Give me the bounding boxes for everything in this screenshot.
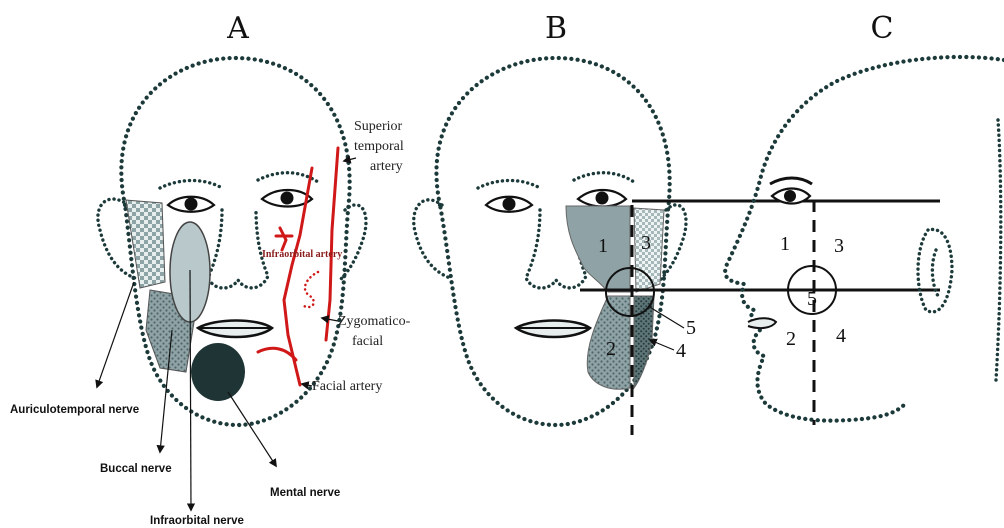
panel-b-mouth [516,321,590,338]
panel-b-zone-4 [634,296,654,388]
panel-a: A [10,11,414,527]
label-infraorbital-artery: Infraorbital artery [262,249,342,260]
auriculotemporal-region [126,200,165,288]
label-facial-artery: Facial artery [312,379,382,394]
panel-c-zone-5-label: 5 [807,288,817,310]
panel-b-zone-2-label: 2 [606,338,616,360]
panel-b-zone-4-label: 4 [676,340,686,362]
arrow-mental-nerve [228,392,276,466]
panel-b-zone-1-label: 1 [598,235,608,257]
arrow-superior-temporal [344,158,356,161]
panel-c-back-of-head [996,120,1001,380]
label-buccal-nerve: Buccal nerve [100,463,172,475]
label-superior-temporal-artery: Superior temporal artery [354,119,407,174]
panel-a-left-eye [168,197,214,212]
panel-c-profile-outline [725,57,1004,421]
infraorbital-artery-mark [276,228,292,250]
panel-c-zone-1-label: 1 [780,233,790,255]
label-auriculotemporal-nerve: Auriculotemporal nerve [10,404,139,416]
panel-b-right-eye [578,190,626,207]
panel-a-letter: A [226,11,249,46]
panel-b-right-brow [574,173,634,182]
panel-c-eye [770,178,812,204]
panel-b: B 1 2 3 4 5 [414,11,696,435]
arrow-auriculotemporal-nerve [97,282,134,387]
panel-a-nose [208,210,268,288]
mental-region [191,343,245,401]
panel-c-lips [748,318,776,328]
arrow-facial-artery [302,384,312,386]
panel-a-left-brow [160,181,222,189]
panel-b-left-brow [478,181,540,189]
panel-b-zone-4-arrow [650,340,674,350]
label-zygomatico-facial: Zygomatico- facial [338,314,414,349]
panel-a-mouth [198,321,272,338]
panel-c-zone-4-label: 4 [836,325,846,347]
panel-c-zone-3-label: 3 [834,235,844,257]
superior-temporal-artery [326,148,338,340]
label-infraorbital-nerve: Infraorbital nerve [150,515,244,527]
panel-b-zone-3-label: 3 [641,232,651,254]
zygomatico-facial-artery [304,272,318,307]
panel-b-zone-5-label: 5 [686,317,696,339]
panel-c-letter: C [871,11,894,46]
panel-c: C 1 2 3 4 5 [725,11,1004,425]
panel-c-zone-2-label: 2 [786,328,796,350]
label-mental-nerve: Mental nerve [270,487,340,499]
panel-b-left-eye [486,197,532,212]
arrow-zygomatico-facial [322,318,338,321]
panel-b-letter: B [545,11,567,46]
panel-c-ear [918,229,952,311]
